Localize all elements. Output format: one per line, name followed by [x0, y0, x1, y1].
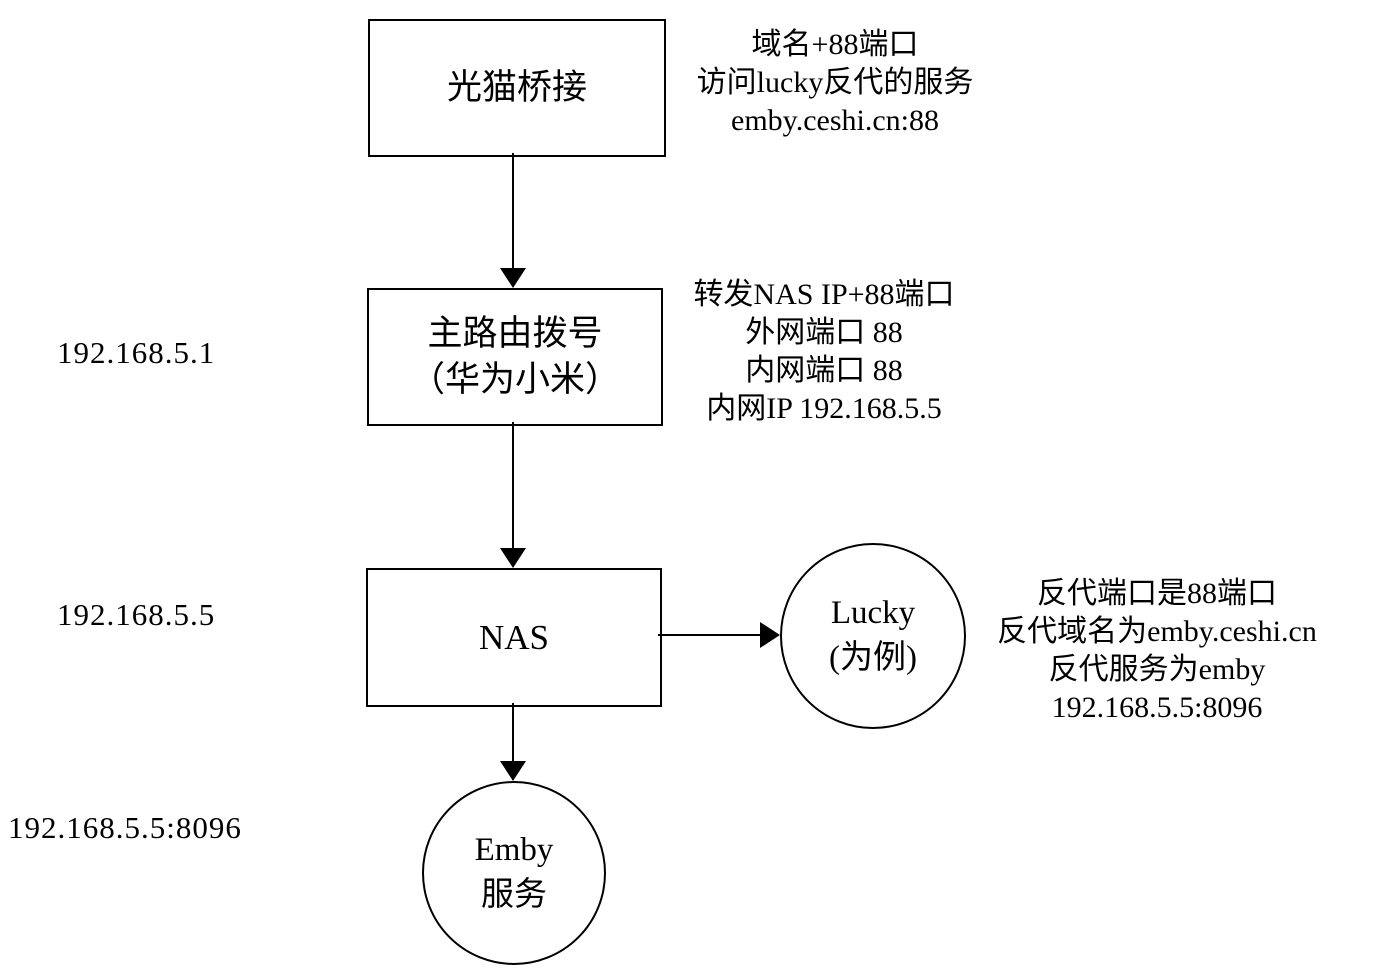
- lucky-annotation: 反代端口是88端口 反代域名为emby.ceshi.cn 反代服务为emby 1…: [966, 575, 1348, 727]
- arrow-head-nas-to-emby: [500, 761, 526, 781]
- lucky-annotation-line4: 192.168.5.5:8096: [1051, 691, 1263, 724]
- nas-ip-label: 192.168.5.5: [57, 597, 216, 632]
- modem-annotation-line1: 域名+88端口: [751, 28, 919, 61]
- router-annotation-line1: 转发NAS IP+88端口: [693, 278, 955, 311]
- modem-annotation-line2: 访问lucky反代的服务: [696, 66, 974, 99]
- node-lucky-label-line2: (为例): [829, 640, 917, 676]
- arrow-line-router-to-nas: [512, 422, 514, 548]
- router-annotation: 转发NAS IP+88端口 外网端口 88 内网端口 88 内网IP 192.1…: [634, 276, 1014, 428]
- node-nas: NAS: [366, 568, 662, 707]
- arrow-head-modem-to-router: [500, 268, 526, 288]
- modem-annotation-line3: emby.ceshi.cn:88: [731, 104, 939, 137]
- arrow-line-modem-to-router: [512, 153, 514, 269]
- modem-annotation: 域名+88端口 访问lucky反代的服务 emby.ceshi.cn:88: [645, 26, 1025, 140]
- node-nas-label: NAS: [478, 617, 550, 657]
- router-annotation-line4: 内网IP 192.168.5.5: [706, 392, 942, 425]
- router-annotation-line2: 外网端口 88: [745, 316, 903, 349]
- arrow-head-nas-to-lucky: [760, 622, 780, 648]
- router-annotation-line3: 内网端口 88: [745, 354, 903, 387]
- node-lucky: Lucky (为例): [780, 543, 966, 729]
- emby-address-label: 192.168.5.5:8096: [8, 810, 242, 845]
- node-lucky-label-line1: Lucky: [830, 595, 916, 631]
- lucky-annotation-line1: 反代端口是88端口: [1037, 577, 1277, 610]
- node-main-router-label-line1: 主路由拨号: [427, 314, 603, 353]
- node-emby-service-label-line2: 服务: [481, 877, 547, 913]
- router-ip-label: 192.168.5.1: [57, 335, 216, 370]
- lucky-annotation-line2: 反代域名为emby.ceshi.cn: [997, 615, 1317, 648]
- arrow-line-nas-to-emby: [512, 703, 514, 762]
- arrow-head-router-to-nas: [500, 548, 526, 568]
- node-emby-service: Emby 服务: [422, 781, 606, 965]
- arrow-line-nas-to-lucky: [658, 634, 761, 636]
- node-emby-service-label-line1: Emby: [474, 832, 554, 868]
- node-main-router: 主路由拨号 （华为小米）: [367, 288, 663, 426]
- node-main-router-label-line2: （华为小米）: [409, 360, 620, 399]
- node-modem-bridge: 光猫桥接: [368, 19, 666, 157]
- node-modem-bridge-label: 光猫桥接: [446, 68, 587, 107]
- lucky-annotation-line3: 反代服务为emby: [1048, 653, 1266, 686]
